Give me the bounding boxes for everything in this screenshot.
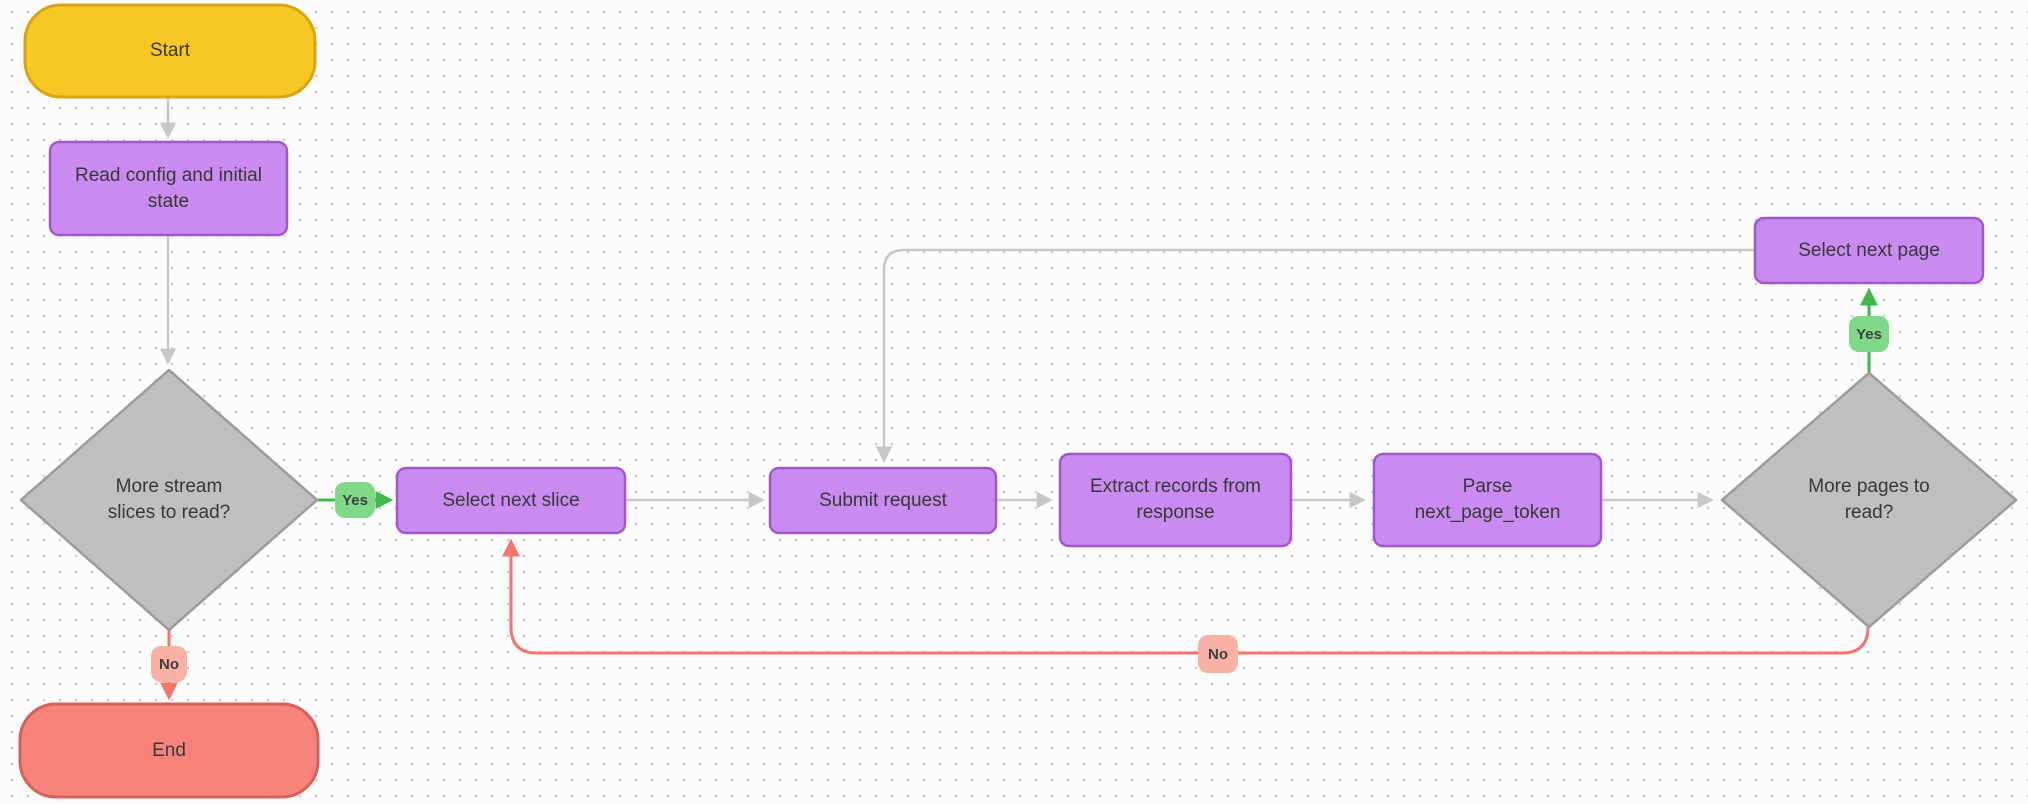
node-start-shape[interactable] [23,3,317,99]
edge-label-yes-slices: Yes [335,482,375,518]
node-select-next-page-shape[interactable] [1753,216,1985,285]
edge-more-pages-no-to-select-next-slice [502,538,1870,655]
edge-select-next-page-to-submit-request [875,248,1755,463]
node-select-next-slice-shape[interactable] [395,466,627,535]
node-more-slices-shape[interactable] [19,368,319,632]
edge-label-no-pages: No [1198,635,1238,673]
edge-label-yes-pages: Yes [1849,316,1889,352]
node-end-shape[interactable] [18,702,320,799]
node-extract-records-shape[interactable] [1058,452,1293,548]
node-parse-token-shape[interactable] [1372,452,1603,548]
node-read-config-shape[interactable] [48,140,289,237]
node-submit-request-shape[interactable] [768,466,998,535]
edge-label-no-slices: No [151,646,187,682]
node-more-pages-shape[interactable] [1720,371,2018,629]
